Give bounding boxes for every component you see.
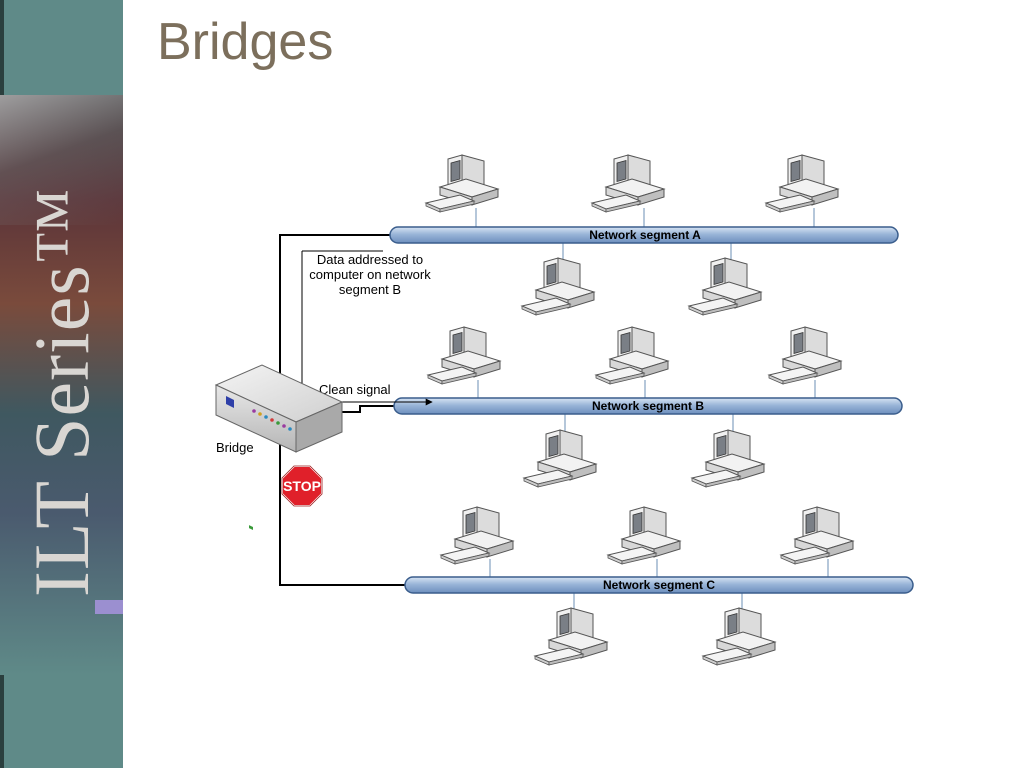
computer-icon (521, 257, 595, 316)
segment-b-label: Network segment B (592, 399, 704, 413)
annotation-data-line-2: computer on network (309, 267, 431, 282)
computer-icon (440, 506, 514, 565)
sidebar-decoration: ILT Series™ (0, 0, 123, 768)
computer-icon (691, 429, 765, 488)
stop-sign-icon: STOP (281, 465, 323, 507)
computer-icon (523, 429, 597, 488)
computer-icon (607, 506, 681, 565)
bridge-led (249, 525, 253, 530)
segment-c-label: Network segment C (603, 578, 715, 592)
network-segment-c: Network segment C (404, 506, 914, 666)
bridge-label: Bridge (216, 440, 254, 455)
segment-a-cable (389, 226, 899, 244)
sidebar-highlight (0, 95, 123, 225)
segment-a-label: Network segment A (589, 228, 701, 242)
stop-sign-text: STOP (283, 478, 321, 494)
computer-icon (534, 607, 608, 666)
computer-icon (688, 257, 762, 316)
annotation-data-line-3: segment B (339, 282, 401, 297)
annotation-data-line-1: Data addressed to (317, 252, 423, 267)
computer-icon (702, 607, 776, 666)
segment-b-cable (393, 397, 903, 415)
computer-icon (768, 326, 842, 385)
bridge-to-segment-b-link (338, 405, 396, 413)
computer-icon (591, 154, 665, 213)
computer-icon (765, 154, 839, 213)
computer-icon (425, 154, 499, 213)
annotation-clean-signal: Clean signal (319, 382, 391, 397)
computer-icon (780, 506, 854, 565)
segment-c-cable (404, 576, 914, 594)
computer-icon (427, 326, 501, 385)
computer-icon (595, 326, 669, 385)
bridge-device (214, 364, 344, 530)
sidebar-accent (95, 600, 123, 614)
network-segment-a: Network segment A (389, 154, 899, 316)
page-title: Bridges (157, 13, 334, 71)
network-segment-b: Network segment B (393, 326, 903, 488)
